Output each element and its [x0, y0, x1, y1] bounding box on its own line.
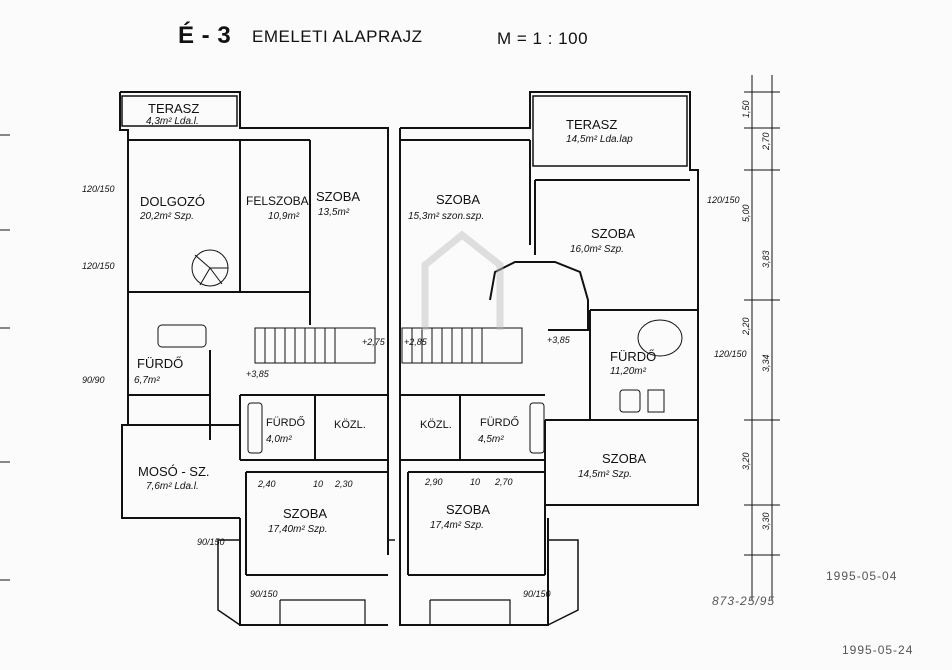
- room-bedroom-d-area: 14,5m² Szp.: [578, 469, 632, 480]
- room-laundry-area: 7,6m² Lda.l.: [146, 481, 199, 492]
- room-laundry: MOSÓ - SZ.: [138, 464, 210, 479]
- wall-right-east: [400, 91, 699, 518]
- date-stamp-bottom: 1995-05-24: [842, 643, 914, 657]
- reference-number: 873-25/95: [712, 594, 776, 608]
- bathroom-fixtures: [157, 319, 683, 454]
- room-bath-right: FÜRDŐ: [610, 349, 657, 364]
- room-terrace-left: TERASZ: [148, 101, 200, 116]
- room-loft: FELSZOBA: [246, 194, 309, 208]
- room-study-area: 20,2m² Szp.: [140, 211, 194, 222]
- plan-id: É - 3: [178, 22, 232, 49]
- level-dim: +3,85: [246, 369, 269, 379]
- room-bath-small-right-area: 4,5m²: [478, 434, 504, 445]
- inner-dim: 2,40: [258, 479, 276, 489]
- watermark-logo: [421, 230, 504, 330]
- column-dim: 3,34: [761, 354, 771, 372]
- opening-dim: 120/150: [707, 195, 740, 205]
- room-terrace-left-area: 4,3m² Lda.l.: [146, 116, 199, 127]
- room-bedroom-a-area: 13,5m²: [318, 207, 350, 218]
- room-bedroom-d: SZOBA: [602, 451, 647, 466]
- dimension-lines: [0, 75, 780, 600]
- column-dim: 3,20: [741, 452, 751, 470]
- room-bath-left-area: 6,7m²: [134, 375, 160, 386]
- column-dim: 5,00: [741, 204, 751, 222]
- inner-dim: 2,30: [335, 479, 353, 489]
- column-dim: 3,30: [761, 512, 771, 530]
- room-bath-small-right: FÜRDŐ: [480, 417, 520, 429]
- room-loft-area: 10,9m²: [268, 211, 300, 222]
- room-bedroom-c: SZOBA: [591, 226, 636, 241]
- inner-dim: 10: [313, 479, 324, 489]
- room-bath-small-left: FÜRDŐ: [266, 417, 306, 429]
- room-terrace-right-area: 14,5m² Lda.lap: [566, 134, 633, 145]
- opening-dim: 120/150: [82, 184, 115, 194]
- wall-left-west: [119, 92, 240, 519]
- column-dim: 1,50: [741, 100, 751, 118]
- level-dim: +3,85: [547, 335, 570, 345]
- room-bedroom-f: SZOBA: [446, 502, 491, 517]
- opening-dim: 90/90: [82, 375, 105, 385]
- plan-title: EMELETI ALAPRAJZ: [252, 27, 423, 46]
- room-bedroom-b-area: 15,3m² szon.szp.: [408, 211, 485, 222]
- opening-dim: 90/150: [250, 589, 278, 599]
- room-bedroom-e: SZOBA: [283, 506, 328, 521]
- level-dim: +2,75: [362, 337, 385, 347]
- room-bedroom-b: SZOBA: [436, 192, 481, 207]
- column-dim: 3,83: [761, 250, 771, 268]
- room-bath-left: FÜRDŐ: [137, 356, 184, 371]
- inner-dim: 2,70: [495, 477, 513, 487]
- level-dim: +2,85: [404, 337, 427, 347]
- room-bedroom-f-area: 17,4m² Szp.: [430, 520, 484, 531]
- column-dim: 2,20: [741, 317, 751, 335]
- room-bedroom-a: SZOBA: [316, 189, 361, 204]
- room-corridor-right: KÖZL.: [420, 419, 452, 431]
- room-bath-small-left-area: 4,0m²: [266, 434, 292, 445]
- room-bedroom-e-area: 17,40m² Szp.: [268, 524, 328, 535]
- room-corridor-left: KÖZL.: [334, 419, 366, 431]
- room-terrace-right: TERASZ: [566, 117, 618, 132]
- plan-scale: M = 1 : 100: [497, 29, 589, 48]
- opening-dim: 120/150: [714, 349, 747, 359]
- room-bath-right-area: 11,20m²: [610, 366, 646, 377]
- opening-dim: 90/150: [523, 589, 551, 599]
- stairs: [191, 249, 523, 364]
- opening-dim: 90/150: [197, 537, 225, 547]
- room-study: DOLGOZÓ: [140, 194, 206, 209]
- date-stamp-top: 1995-05-04: [826, 569, 898, 583]
- room-bedroom-c-area: 16,0m² Szp.: [570, 244, 624, 255]
- inner-dim: 10: [470, 477, 481, 487]
- column-dim: 2,70: [761, 132, 771, 150]
- opening-dim: 120/150: [82, 261, 115, 271]
- inner-dim: 2,90: [425, 477, 443, 487]
- wall-left-top: [120, 91, 389, 555]
